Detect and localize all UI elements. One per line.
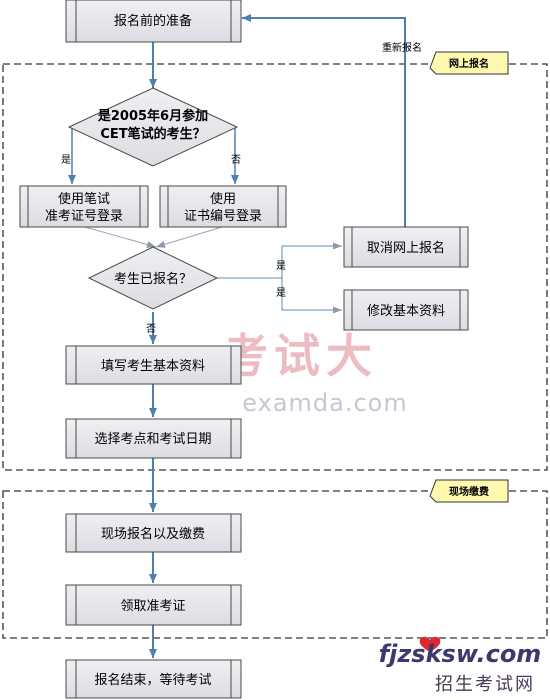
logo-subtitle: 招生考试网	[435, 674, 535, 695]
node-onsite-pay-label: 现场报名以及缴费	[101, 526, 205, 542]
node-question-line1: 是2005年6月参加	[97, 108, 208, 124]
node-choose-site-label: 选择考点和考试日期	[94, 432, 211, 447]
node-onsite-pay: 现场报名以及缴费	[65, 513, 242, 553]
edge-label-yes-left: 是	[61, 154, 71, 166]
watermark-chinese: 考试大	[222, 329, 378, 383]
online-section-frame	[2, 63, 548, 471]
node-login-cert-line2: 证书编号登录	[184, 209, 262, 224]
edge-ticket-merge	[84, 226, 157, 248]
edge-label-no-right: 否	[231, 154, 241, 166]
edge-cert-merge	[155, 226, 223, 248]
onsite-section-frame	[2, 490, 548, 639]
node-login-ticket-line1: 使用笔试	[58, 191, 110, 207]
onsite-section-label: 现场缴费	[449, 485, 489, 498]
heart-icon	[419, 636, 441, 652]
edge-registered-cancel	[217, 242, 342, 279]
node-cancel-label: 取消网上报名	[367, 240, 445, 256]
onsite-section-tag: 现场缴费	[429, 479, 509, 503]
edge-cancel-reapply	[242, 14, 406, 227]
node-prepare-label: 报名前的准备	[114, 13, 192, 29]
watermark-url: examda.com	[242, 389, 407, 417]
node-finish-label: 报名结束，等待考试	[94, 672, 211, 688]
node-login-cert: 使用 证书编号登录	[159, 185, 287, 228]
site-logo: fjzsksw.com 招生考试网	[379, 636, 542, 695]
connectors	[68, 14, 406, 658]
edge-registered-modify	[281, 278, 342, 314]
node-prepare: 报名前的准备	[65, 0, 242, 43]
node-cancel: 取消网上报名	[343, 226, 469, 268]
node-finish: 报名结束，等待考试	[65, 659, 242, 699]
node-fill-info-label: 填写考生基本资料	[101, 359, 205, 374]
node-login-cert-line1: 使用	[210, 191, 236, 207]
node-choose-site: 选择考点和考试日期	[65, 418, 242, 459]
node-get-ticket-label: 领取准考证	[120, 599, 185, 614]
edge-label-no-down: 否	[146, 323, 156, 335]
node-modify-label: 修改基本资料	[367, 304, 445, 319]
online-section-tag: 网上报名	[429, 51, 509, 75]
node-login-ticket-line2: 准考证号登录	[45, 209, 123, 224]
node-login-ticket: 使用笔试 准考证号登录	[19, 185, 149, 228]
online-section-label: 网上报名	[449, 57, 489, 70]
node-registered-question-label: 考生已报名？	[114, 271, 192, 287]
edge-label-yes-cancel: 是	[276, 260, 286, 272]
logo-brand: fjzsksw.com	[379, 640, 542, 668]
node-get-ticket: 领取准考证	[65, 584, 242, 626]
node-registered-question: 考生已报名？	[87, 246, 219, 310]
node-question-line2: CET笔试的考生？	[100, 126, 205, 142]
edge-label-yes-modify: 是	[276, 287, 286, 299]
node-modify: 修改基本资料	[343, 289, 469, 331]
node-question: 是2005年6月参加 CET笔试的考生？	[67, 87, 239, 167]
node-fill-info: 填写考生基本资料	[65, 345, 242, 385]
edge-label-reapply: 重新报名	[382, 41, 422, 54]
